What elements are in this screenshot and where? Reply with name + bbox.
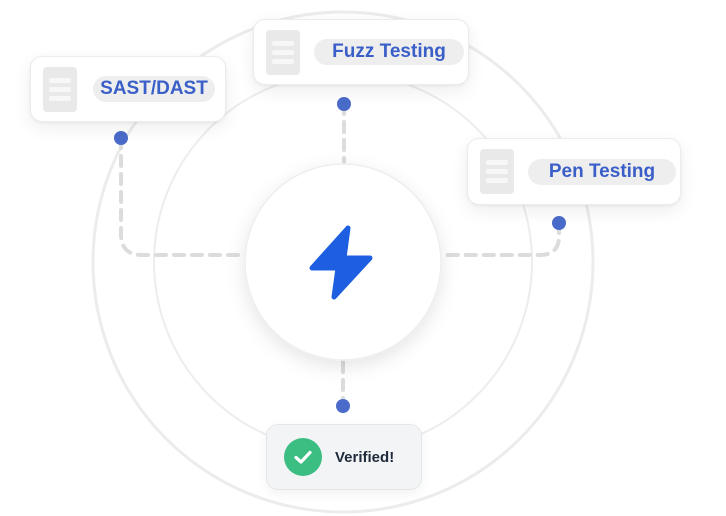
document-icon bbox=[266, 29, 300, 75]
method-label: SAST/DAST bbox=[93, 76, 215, 102]
method-card-fuzz-testing: Fuzz Testing bbox=[253, 19, 469, 85]
document-icon bbox=[43, 66, 77, 112]
connector-dot bbox=[552, 216, 566, 230]
outer-ring bbox=[91, 10, 595, 514]
method-card-pen-testing: Pen Testing bbox=[467, 138, 681, 205]
connector-dot bbox=[336, 399, 350, 413]
lightning-bolt-icon bbox=[309, 225, 373, 300]
connector-dot bbox=[114, 131, 128, 145]
connector-dot bbox=[337, 97, 351, 111]
connector-pen bbox=[439, 221, 561, 257]
method-card-sast-dast: SAST/DAST bbox=[30, 56, 226, 122]
method-label: Fuzz Testing bbox=[314, 39, 464, 65]
document-icon bbox=[480, 149, 514, 194]
verified-badge: Verified! bbox=[266, 424, 422, 490]
check-icon bbox=[284, 438, 322, 476]
verified-label: Verified! bbox=[335, 448, 395, 466]
method-label: Pen Testing bbox=[528, 158, 676, 185]
connector-sast bbox=[119, 136, 247, 257]
